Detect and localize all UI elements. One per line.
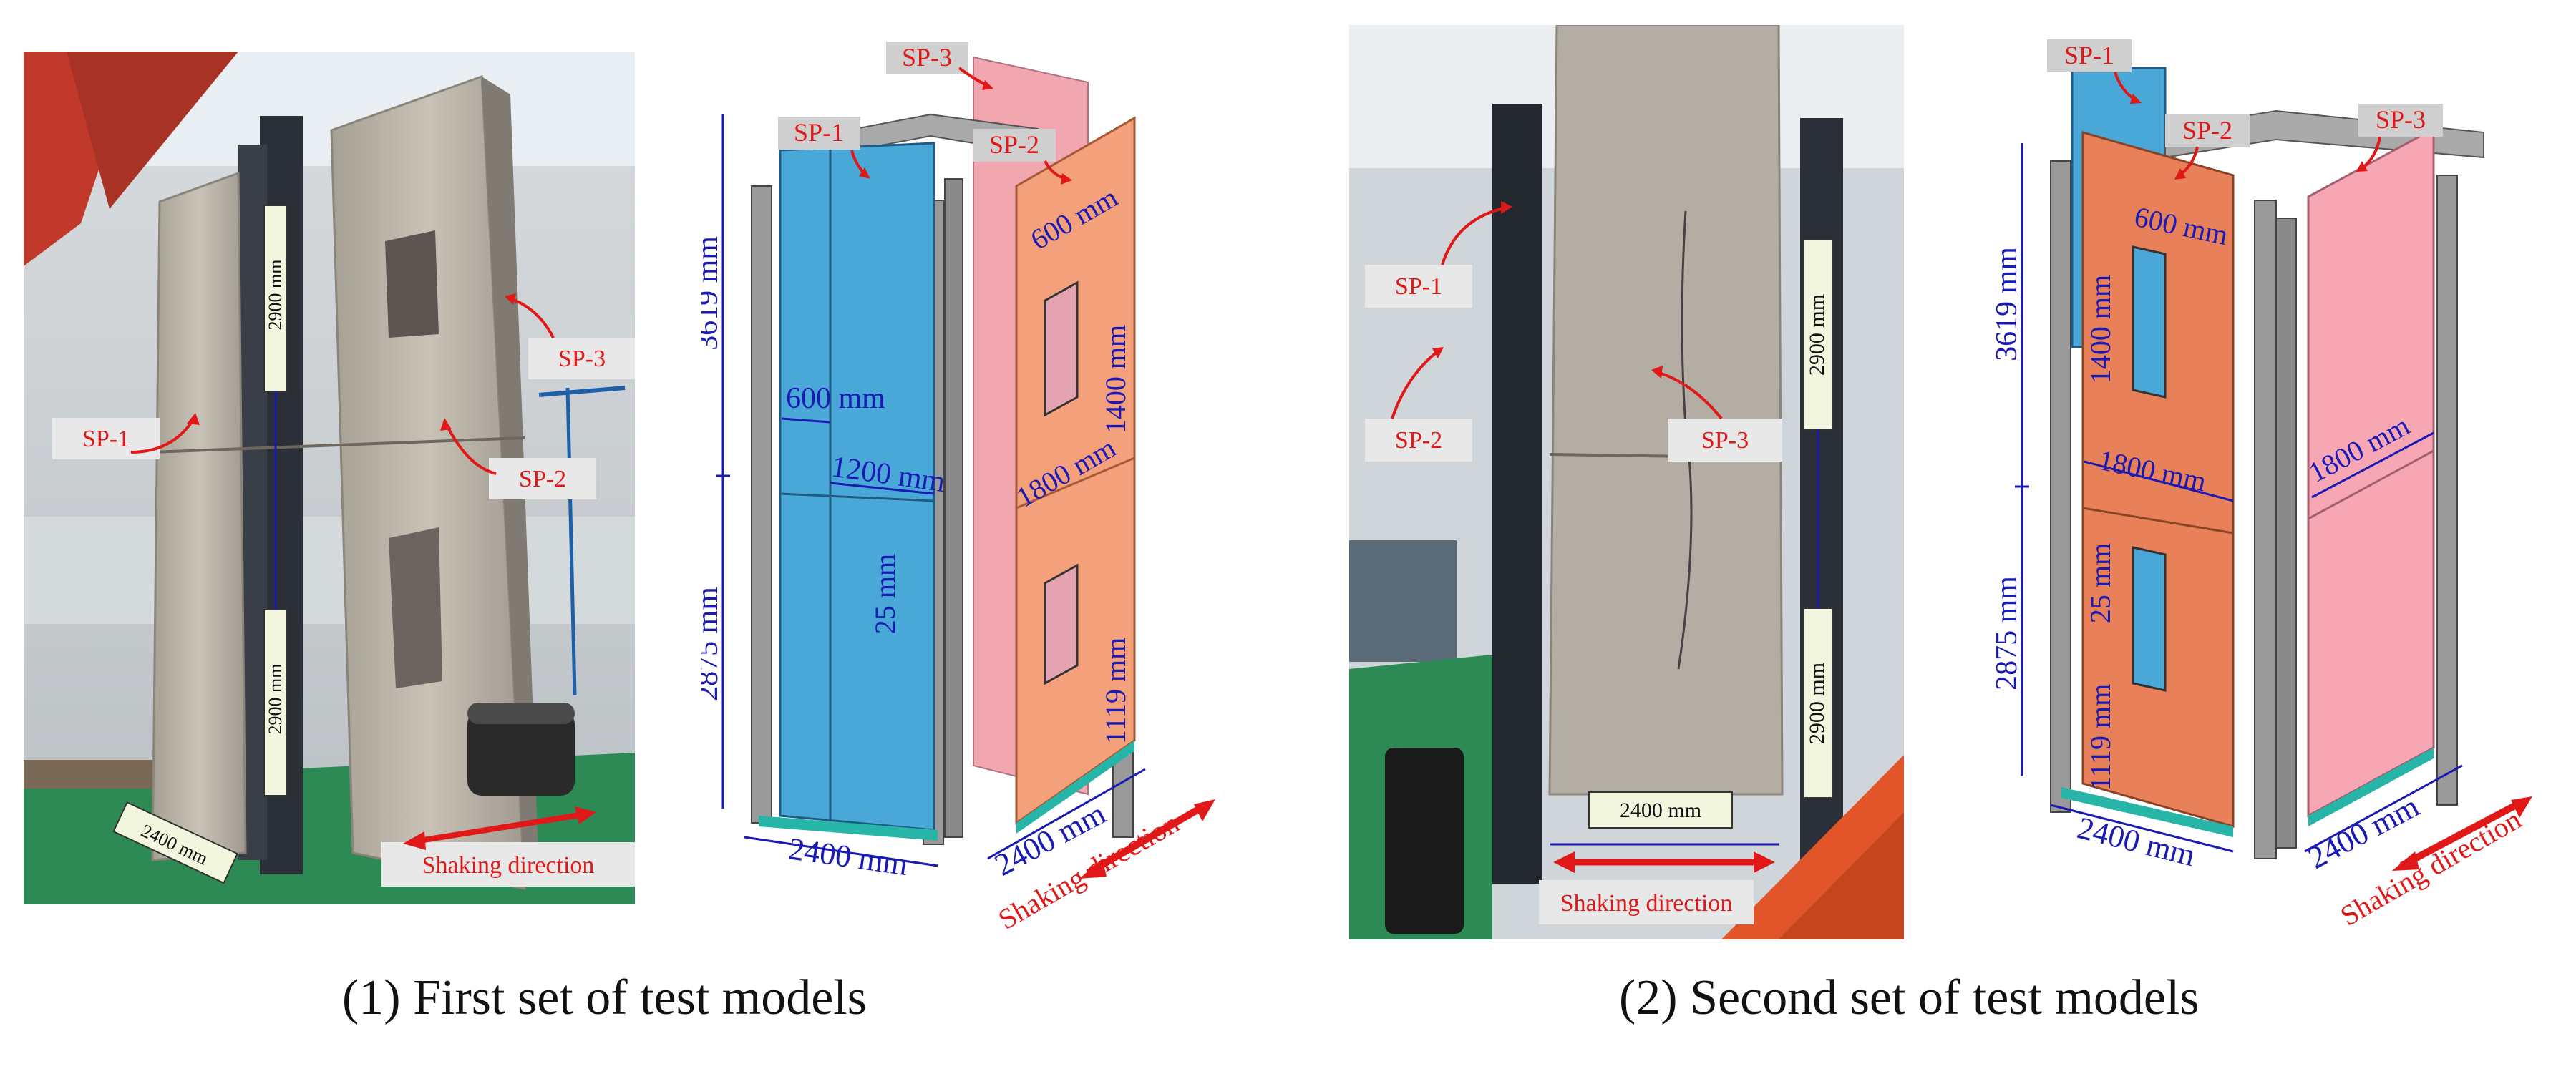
dim-label: 25 mm [869, 554, 901, 634]
dim-label: 2900 mm [1805, 663, 1829, 744]
photo-set-1-drawing: 2900 mm 2900 mm 2400 mm SP-1 SP-2 SP-3 S… [24, 52, 636, 904]
shaking-label: Shaking direction [422, 852, 595, 879]
dim-label: 1400 mm [2084, 275, 2116, 384]
label-box [1365, 419, 1472, 462]
dim-box [112, 801, 238, 884]
label-box [973, 129, 1056, 162]
model-set-1: 3619 mm 2875 mm 600 mm 1200 mm 25 mm 600… [691, 36, 1253, 936]
sp-label: SP-3 [902, 43, 952, 72]
label-box [1539, 880, 1754, 924]
label-box [528, 338, 636, 379]
dim-label: 2900 mm [265, 664, 286, 735]
sp-label: SP-1 [794, 118, 844, 147]
shaking-label: Shaking direction [1560, 890, 1733, 917]
sp-label: SP-1 [1395, 273, 1442, 300]
label-box [2165, 114, 2250, 147]
label-box [1365, 265, 1472, 308]
dim-label: 2875 mm [1991, 576, 2023, 690]
dim-label: 1119 mm [2084, 684, 2116, 791]
label-box [489, 458, 596, 499]
model-set-2-drawing: 3619 mm 2875 mm 600 mm 1400 mm 1800 mm 1… [1991, 39, 2532, 932]
caption-set-2: (2) Second set of test models [1619, 970, 2200, 1025]
photo-set-2-drawing: 2900 mm 2900 mm 2400 mm SP-1 SP-2 SP-3 S… [1349, 24, 1904, 939]
label-box [1668, 419, 1782, 462]
photo-set-1: 2900 mm 2900 mm 2400 mm SP-1 SP-2 SP-3 S… [24, 52, 636, 904]
dim-label: 25 mm [2084, 543, 2116, 623]
dim-box [1588, 791, 1733, 829]
sp-label: SP-1 [82, 426, 130, 452]
caption-set-1: (1) First set of test models [342, 970, 867, 1025]
sp-label: SP-2 [989, 130, 1039, 159]
model-set-2: 3619 mm 2875 mm 600 mm 1400 mm 1800 mm 1… [1990, 32, 2576, 934]
dim-label: 3619 mm [701, 236, 724, 351]
sp-label: SP-2 [519, 466, 566, 492]
label-box [2047, 39, 2132, 72]
dim-box [263, 609, 288, 796]
label-box [2358, 104, 2443, 137]
label-box [778, 117, 860, 150]
sp-label: SP-3 [558, 346, 606, 372]
dim-label: 2875 mm [701, 587, 724, 701]
dim-label: 1119 mm [1099, 638, 1132, 744]
sp-label: SP-2 [1395, 427, 1442, 454]
sp-label: SP-1 [2064, 41, 2114, 69]
dim-label: 3619 mm [1991, 247, 2023, 361]
sp-label: SP-3 [1701, 427, 1749, 454]
dim-label: 600 mm [786, 382, 885, 415]
dim-box [1803, 607, 1833, 799]
dim-label: 2400 mm [1620, 799, 1701, 822]
label-box [381, 842, 635, 887]
dim-label: 1400 mm [1099, 325, 1132, 434]
photo-set-2: 2900 mm 2900 mm 2400 mm SP-1 SP-2 SP-3 S… [1349, 24, 1904, 939]
dim-label: 2900 mm [265, 260, 286, 331]
model-set-1-drawing: 3619 mm 2875 mm 600 mm 1200 mm 25 mm 600… [691, 42, 1215, 936]
sp-label: SP-2 [2182, 116, 2232, 145]
dim-label: 2400 mm [787, 831, 910, 882]
dim-label: 2900 mm [1805, 294, 1829, 376]
dim-box [263, 205, 288, 392]
label-box [886, 42, 968, 74]
sp-label: SP-3 [2376, 105, 2426, 134]
